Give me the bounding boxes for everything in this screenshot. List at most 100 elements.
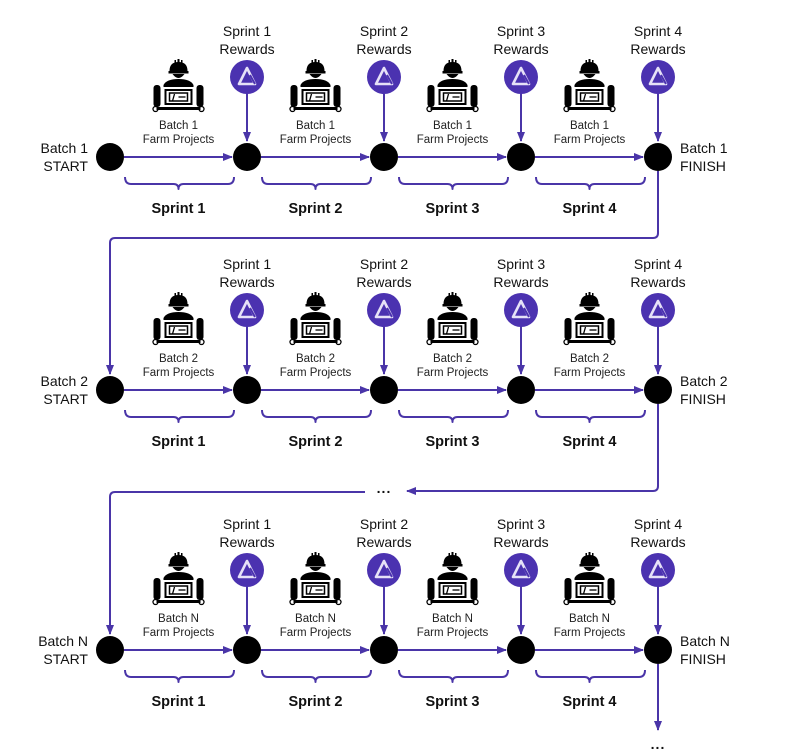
reward-label-line-1: Sprint 4 bbox=[633, 516, 683, 532]
worker-blueprint-icon bbox=[563, 291, 616, 346]
reward-label-line-1: Sprint 1 bbox=[222, 256, 272, 272]
reward-label-line-2: Rewards bbox=[630, 40, 686, 57]
reward-label-line-1: Sprint 1 bbox=[222, 23, 272, 39]
sprint-brace bbox=[398, 176, 509, 190]
sprint-milestone-node bbox=[507, 636, 535, 664]
sprint-milestone-node bbox=[233, 376, 261, 404]
batch-transition-connector bbox=[406, 404, 659, 495]
farm-projects-label-line-1: Batch 2 bbox=[569, 353, 609, 365]
reward-token-icon bbox=[502, 291, 540, 329]
farm-projects-label-line-1: Batch 1 bbox=[432, 120, 472, 132]
farm-projects-label-line-2: Farm Projects bbox=[142, 627, 215, 640]
ellipsis-between-batches-line-1: ... bbox=[376, 480, 392, 496]
sprint-label: Sprint 3 bbox=[426, 693, 480, 711]
reward-token-icon bbox=[365, 551, 403, 589]
reward-token-icon bbox=[228, 291, 266, 329]
farm-projects-label-line-2: Farm Projects bbox=[416, 367, 489, 380]
sprint-brace bbox=[261, 669, 372, 683]
reward-label-line-1: Sprint 2 bbox=[359, 256, 409, 272]
sprint-label: Sprint 4 bbox=[563, 433, 617, 451]
batch-finish-label-line-1: Batch 1 bbox=[680, 140, 728, 156]
farm-projects-label-line-1: Batch N bbox=[295, 613, 336, 625]
worker-blueprint-icon bbox=[289, 58, 342, 113]
farm-projects-label-line-1: Batch 2 bbox=[158, 353, 198, 365]
sprint-label-line-1: Sprint 3 bbox=[425, 694, 480, 710]
sprint-label: Sprint 1 bbox=[152, 433, 206, 451]
sprint-label-line-1: Sprint 4 bbox=[562, 434, 617, 450]
batch-start-node bbox=[96, 636, 124, 664]
batch-finish-label-line-2: FINISH bbox=[680, 391, 726, 408]
batch-finish-node bbox=[644, 636, 672, 664]
farm-projects-label-line-1: Batch 1 bbox=[295, 120, 335, 132]
batch-start-node bbox=[96, 376, 124, 404]
sprint-label-line-1: Sprint 2 bbox=[288, 201, 343, 217]
sprint-milestone-node bbox=[233, 636, 261, 664]
batch-start-label-line-1: Batch N bbox=[38, 633, 88, 649]
sprint-brace bbox=[261, 409, 372, 423]
reward-token-icon bbox=[639, 58, 677, 96]
reward-label-line-2: Rewards bbox=[493, 40, 549, 57]
reward-label-line-2: Rewards bbox=[356, 40, 412, 57]
reward-label-line-2: Rewards bbox=[356, 273, 412, 290]
sprint-label-line-1: Sprint 1 bbox=[151, 434, 206, 450]
farm-projects-label-line-1: Batch 1 bbox=[158, 120, 198, 132]
farm-projects-label-line-2: Farm Projects bbox=[142, 134, 215, 147]
worker-blueprint-icon bbox=[152, 551, 205, 606]
worker-blueprint-icon bbox=[289, 291, 342, 346]
farm-projects-label-line-1: Batch N bbox=[158, 613, 199, 625]
batch-finish-label-line-1: Batch N bbox=[680, 633, 730, 649]
ellipsis-continuation: ... bbox=[651, 736, 666, 754]
batch-finish-label-line-1: Batch 2 bbox=[680, 373, 728, 389]
sprint-label: Sprint 4 bbox=[563, 693, 617, 711]
worker-blueprint-icon bbox=[152, 58, 205, 113]
batch-finish-node bbox=[644, 143, 672, 171]
reward-label-line-2: Rewards bbox=[630, 273, 686, 290]
farm-projects-label: Batch 1 Farm Projects bbox=[143, 119, 215, 148]
reward-label-line-2: Rewards bbox=[630, 533, 686, 550]
farm-projects-label-line-2: Farm Projects bbox=[279, 134, 352, 147]
farm-projects-label-line-1: Batch N bbox=[569, 613, 610, 625]
sprint-milestone-node bbox=[370, 143, 398, 171]
reward-label-line-1: Sprint 2 bbox=[359, 516, 409, 532]
sprint-brace bbox=[124, 409, 235, 423]
sprint-label-line-1: Sprint 4 bbox=[562, 201, 617, 217]
sprint-label-line-1: Sprint 2 bbox=[288, 434, 343, 450]
reward-token-icon bbox=[365, 58, 403, 96]
farm-projects-label-line-2: Farm Projects bbox=[416, 134, 489, 147]
sprint-milestone-node bbox=[370, 376, 398, 404]
sprint-milestone-node bbox=[507, 376, 535, 404]
sprint-label-line-1: Sprint 3 bbox=[425, 201, 480, 217]
batch-transition-connector bbox=[106, 171, 659, 375]
sprint-brace bbox=[124, 176, 235, 190]
reward-label-line-2: Rewards bbox=[356, 533, 412, 550]
sprint-label: Sprint 2 bbox=[289, 433, 343, 451]
farm-projects-label-line-2: Farm Projects bbox=[553, 367, 626, 380]
farm-projects-label: Batch N Farm Projects bbox=[143, 612, 215, 641]
batch-start-label-line-2: START bbox=[43, 391, 88, 408]
farm-projects-label-line-2: Farm Projects bbox=[553, 134, 626, 147]
sprint-label: Sprint 2 bbox=[289, 693, 343, 711]
sprint-label-line-1: Sprint 2 bbox=[288, 694, 343, 710]
batch-start-label-line-1: Batch 1 bbox=[40, 140, 88, 156]
batch-finish-label-line-2: FINISH bbox=[680, 158, 726, 175]
sprint-milestone-node bbox=[233, 143, 261, 171]
sprint-brace bbox=[535, 409, 646, 423]
worker-blueprint-icon bbox=[426, 551, 479, 606]
reward-label-line-2: Rewards bbox=[219, 533, 275, 550]
reward-label-line-2: Rewards bbox=[219, 40, 275, 57]
batch-finish-label-line-2: FINISH bbox=[680, 651, 726, 668]
reward-label-line-2: Rewards bbox=[493, 273, 549, 290]
